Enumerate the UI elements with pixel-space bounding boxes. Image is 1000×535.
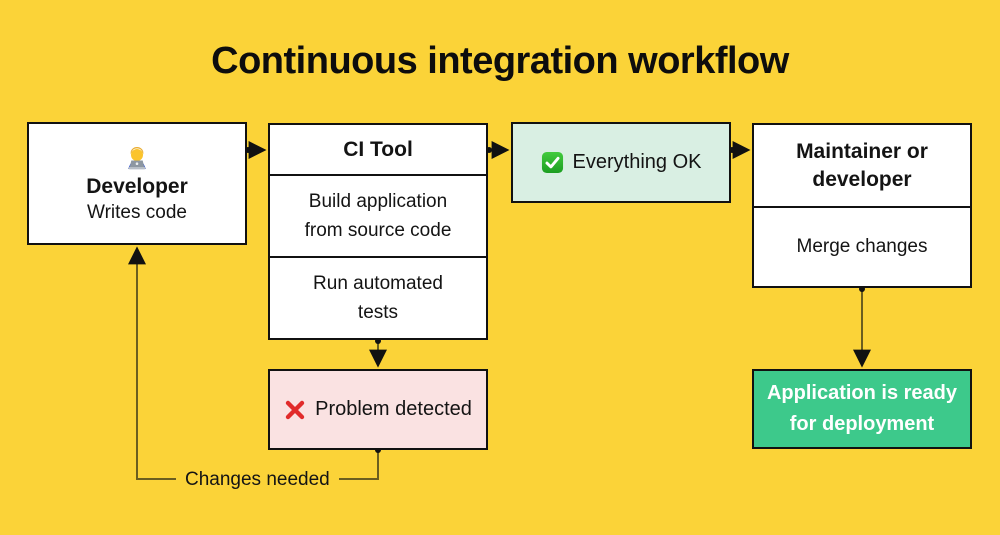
problem-detected-label: Problem detected [315, 398, 472, 420]
maintainer-node: Maintainer or developer Merge changes [752, 123, 972, 288]
changes-needed-label: Changes needed [176, 467, 339, 493]
ci-tool-title: CI Tool [343, 137, 413, 161]
check-mark-icon [541, 151, 564, 174]
cross-mark-icon [284, 399, 306, 421]
maintainer-title: Maintainer or developer [796, 140, 928, 191]
deployment-ready-node: Application is ready for deployment [752, 369, 972, 449]
everything-ok-node: Everything OK [511, 122, 731, 203]
everything-ok-label: Everything OK [572, 151, 702, 173]
developer-subtitle: Writes code [87, 201, 187, 223]
ci-tool-step-build: Build application from source code [270, 174, 486, 256]
maintainer-step-merge: Merge changes [754, 206, 970, 286]
ci-tool-step-tests: Run automated tests [270, 256, 486, 338]
ci-tool-node: CI Tool Build application from source co… [268, 123, 488, 340]
diagram-title: Continuous integration workflow [211, 40, 789, 82]
problem-detected-node: Problem detected [268, 369, 488, 450]
developer-node: Developer Writes code [27, 122, 247, 245]
developer-title: Developer [86, 174, 188, 198]
technologist-icon [121, 144, 153, 172]
